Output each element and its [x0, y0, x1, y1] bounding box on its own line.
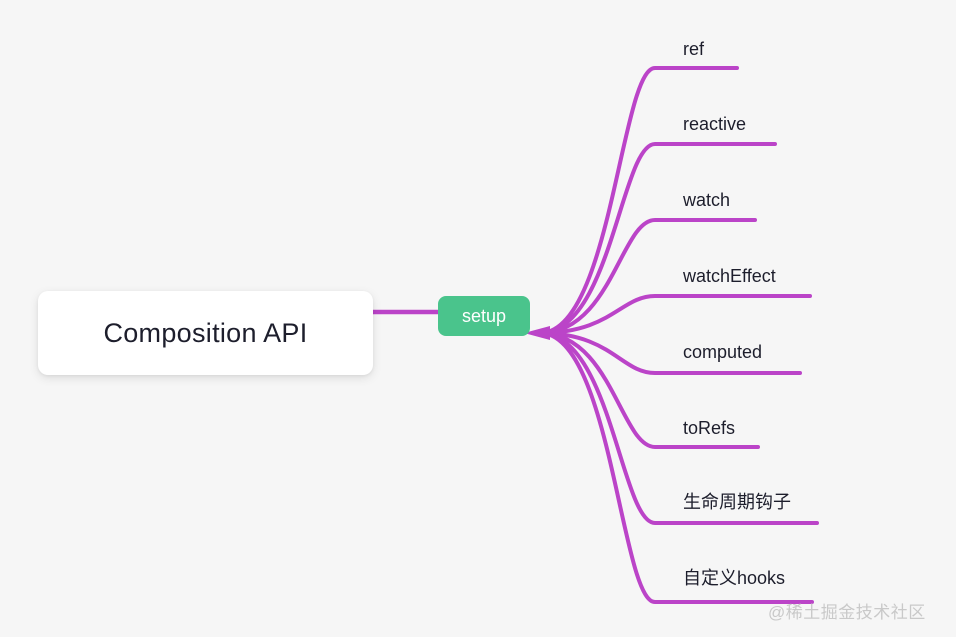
branch-label[interactable]: 生命周期钩子 — [683, 492, 791, 512]
branch-label[interactable]: watch — [683, 190, 731, 210]
edge-branch-1 — [538, 142, 777, 335]
branch-label[interactable]: 自定义hooks — [683, 568, 786, 588]
edge-branch-5 — [538, 331, 760, 449]
edge-branch-2 — [538, 218, 757, 335]
edge-branch-3 — [538, 294, 812, 335]
root-node[interactable]: Composition API — [38, 291, 373, 375]
branch-label[interactable]: toRefs — [683, 418, 736, 438]
watermark: @稀土掘金技术社区 — [768, 603, 926, 622]
branch-label[interactable]: computed — [683, 342, 763, 362]
branch-label[interactable]: reactive — [683, 114, 747, 134]
edge-branch-0 — [538, 66, 739, 335]
setup-node-label: setup — [461, 305, 507, 326]
edge-branch-4 — [538, 331, 802, 375]
branch-label[interactable]: watchEffect — [683, 266, 776, 286]
edge-fan-origin — [524, 326, 550, 340]
root-node-label: Composition API — [103, 317, 308, 348]
edge-branch-7 — [538, 331, 814, 604]
edge-branch-6 — [538, 331, 819, 525]
branch-label[interactable]: ref — [683, 39, 705, 59]
setup-node[interactable]: setup — [438, 296, 530, 336]
